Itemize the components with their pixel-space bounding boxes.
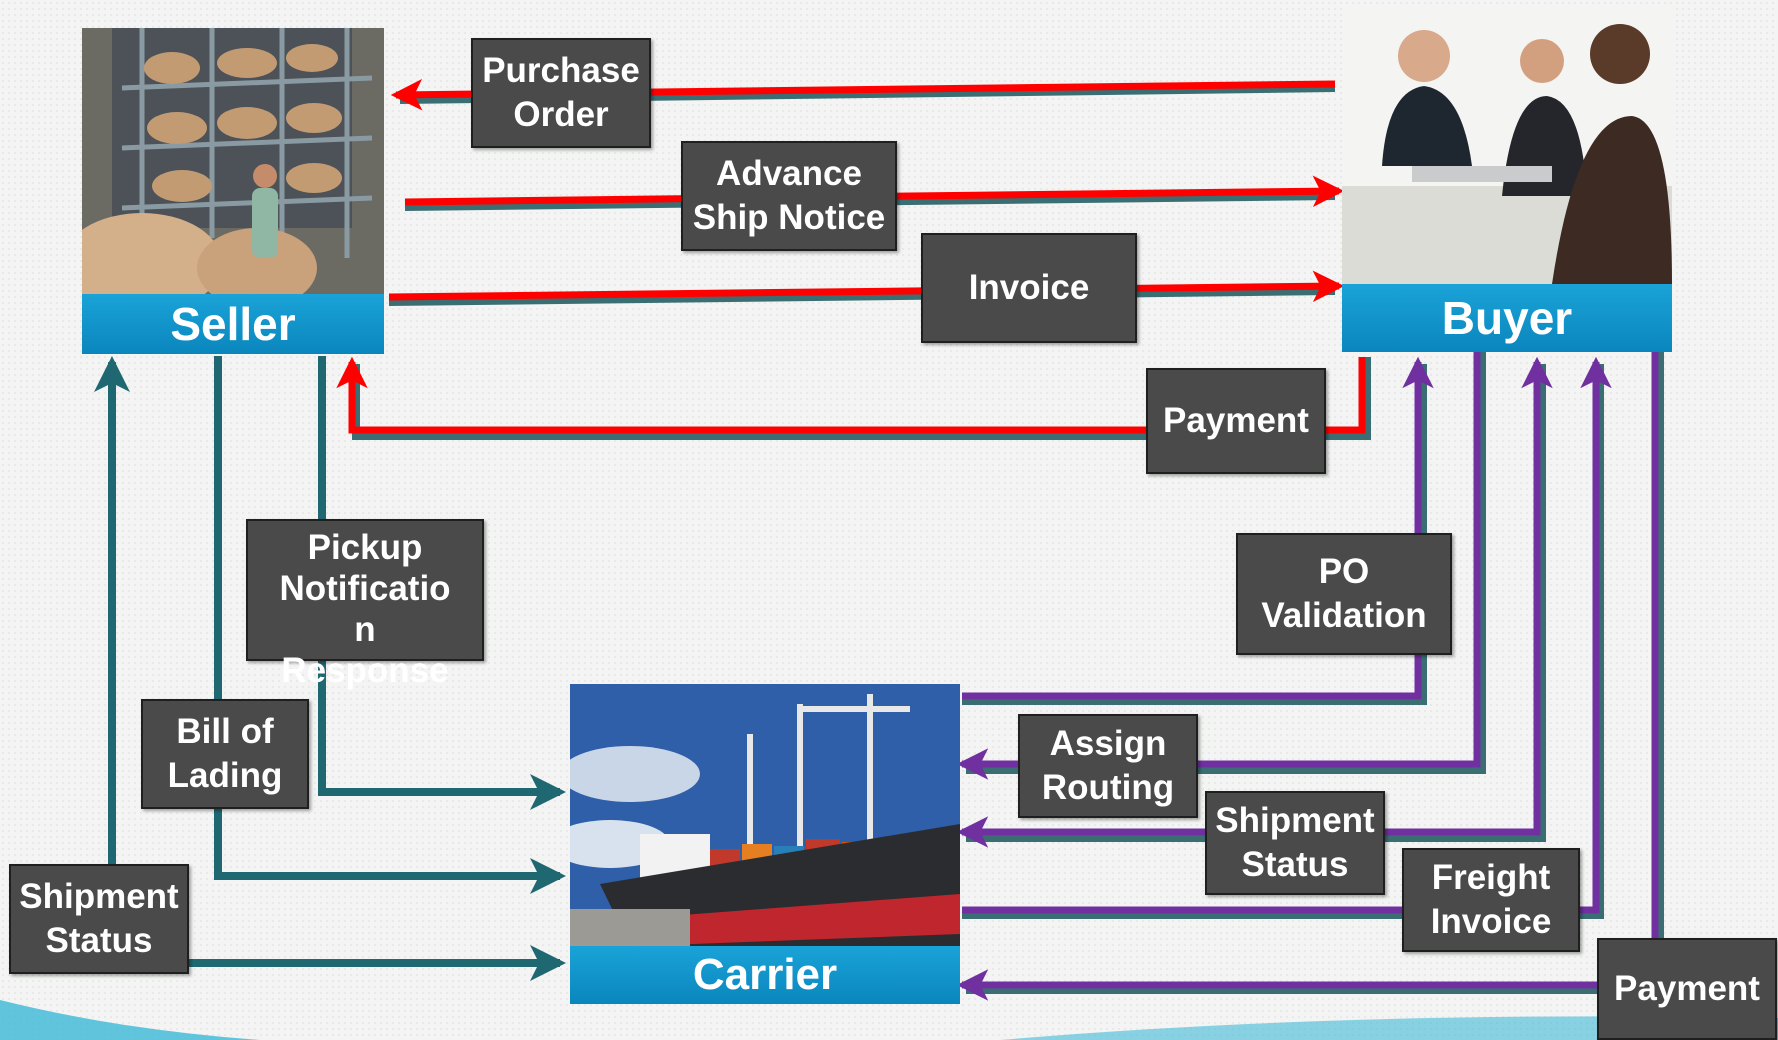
flow-freight-invoice: [962, 356, 1612, 919]
bottom-wave-decoration: [0, 1000, 260, 1040]
seller-warehouse-image: [82, 28, 384, 294]
carrier-ship-image: [570, 684, 960, 946]
shipment-status-to-seller-label: Shipment Status: [9, 864, 189, 974]
buyer-label: Buyer: [1342, 284, 1672, 352]
flow-invoice: [388, 270, 1345, 306]
invoice-label: Invoice: [921, 233, 1137, 343]
assign-routing-label: Assign Routing: [1018, 714, 1198, 818]
pickup-notification-text: Pickup Notificatio n Response: [279, 528, 451, 690]
pickup-notification-label: Pickup Notificatio n Response: [246, 519, 484, 690]
flow-bill-of-lading: [214, 356, 566, 894]
carrier-label: Carrier: [570, 946, 960, 1004]
po-validation-label: PO Validation: [1236, 533, 1452, 655]
buyer-node: Buyer: [1342, 6, 1672, 352]
flow-pickup-notification: [318, 356, 566, 810]
flow-shipment-status-to-buyer: [956, 356, 1553, 848]
purchase-order-label: Purchase Order: [471, 38, 651, 148]
bill-of-lading-label: Bill of Lading: [141, 699, 309, 809]
carrier-node: Carrier: [570, 684, 960, 1004]
shipment-status-to-buyer-label: Shipment Status: [1205, 791, 1385, 895]
seller-label: Seller: [82, 294, 384, 354]
seller-node: Seller: [82, 28, 384, 354]
payment-to-carrier-label: Payment: [1597, 938, 1777, 1040]
freight-invoice-label: Freight Invoice: [1402, 848, 1580, 952]
advance-ship-notice-label: Advance Ship Notice: [681, 141, 897, 251]
payment-to-seller-label: Payment: [1146, 368, 1326, 474]
buyer-meeting-image: [1342, 6, 1672, 284]
flow-shipment-status-to-seller: [94, 356, 566, 981]
